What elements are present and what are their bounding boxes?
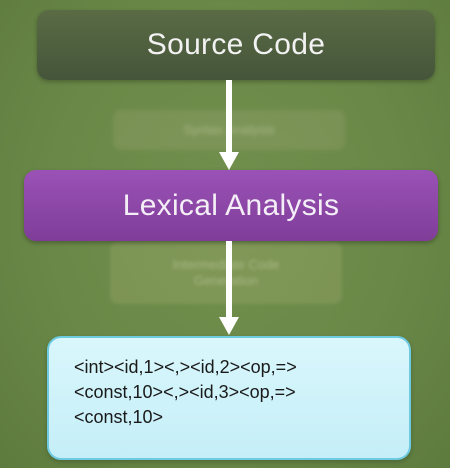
- faded-intermediate-code-line-2: Generation: [193, 273, 259, 288]
- lexical-analysis-box: Lexical Analysis: [24, 170, 438, 241]
- arrow-lexical-to-output-head: [219, 317, 239, 335]
- source-code-box: Source Code: [37, 10, 435, 80]
- faded-intermediate-code-line-1: Intermediate Code: [172, 257, 280, 272]
- token-stream-text: <int><id,1><,><id,2><op,=> <const,10><,>…: [74, 355, 297, 430]
- source-code-label: Source Code: [146, 28, 326, 61]
- token-line-3: <const,10>: [74, 407, 164, 427]
- arrow-lexical-to-output-shaft: [226, 241, 232, 321]
- token-line-2: <const,10><,><id,3><op,=>: [74, 382, 296, 402]
- arrow-source-to-lexical-shaft: [226, 80, 232, 156]
- lexical-analysis-label: Lexical Analysis: [122, 188, 340, 222]
- arrow-source-to-lexical: [219, 80, 239, 170]
- token-stream-box: <int><id,1><,><id,2><op,=> <const,10><,>…: [47, 336, 411, 460]
- token-line-1: <int><id,1><,><id,2><op,=>: [74, 357, 297, 377]
- arrow-lexical-to-output: [219, 241, 239, 335]
- arrow-source-to-lexical-head: [219, 152, 239, 170]
- faded-intermediate-code-label: Intermediate Code Generation: [173, 257, 280, 289]
